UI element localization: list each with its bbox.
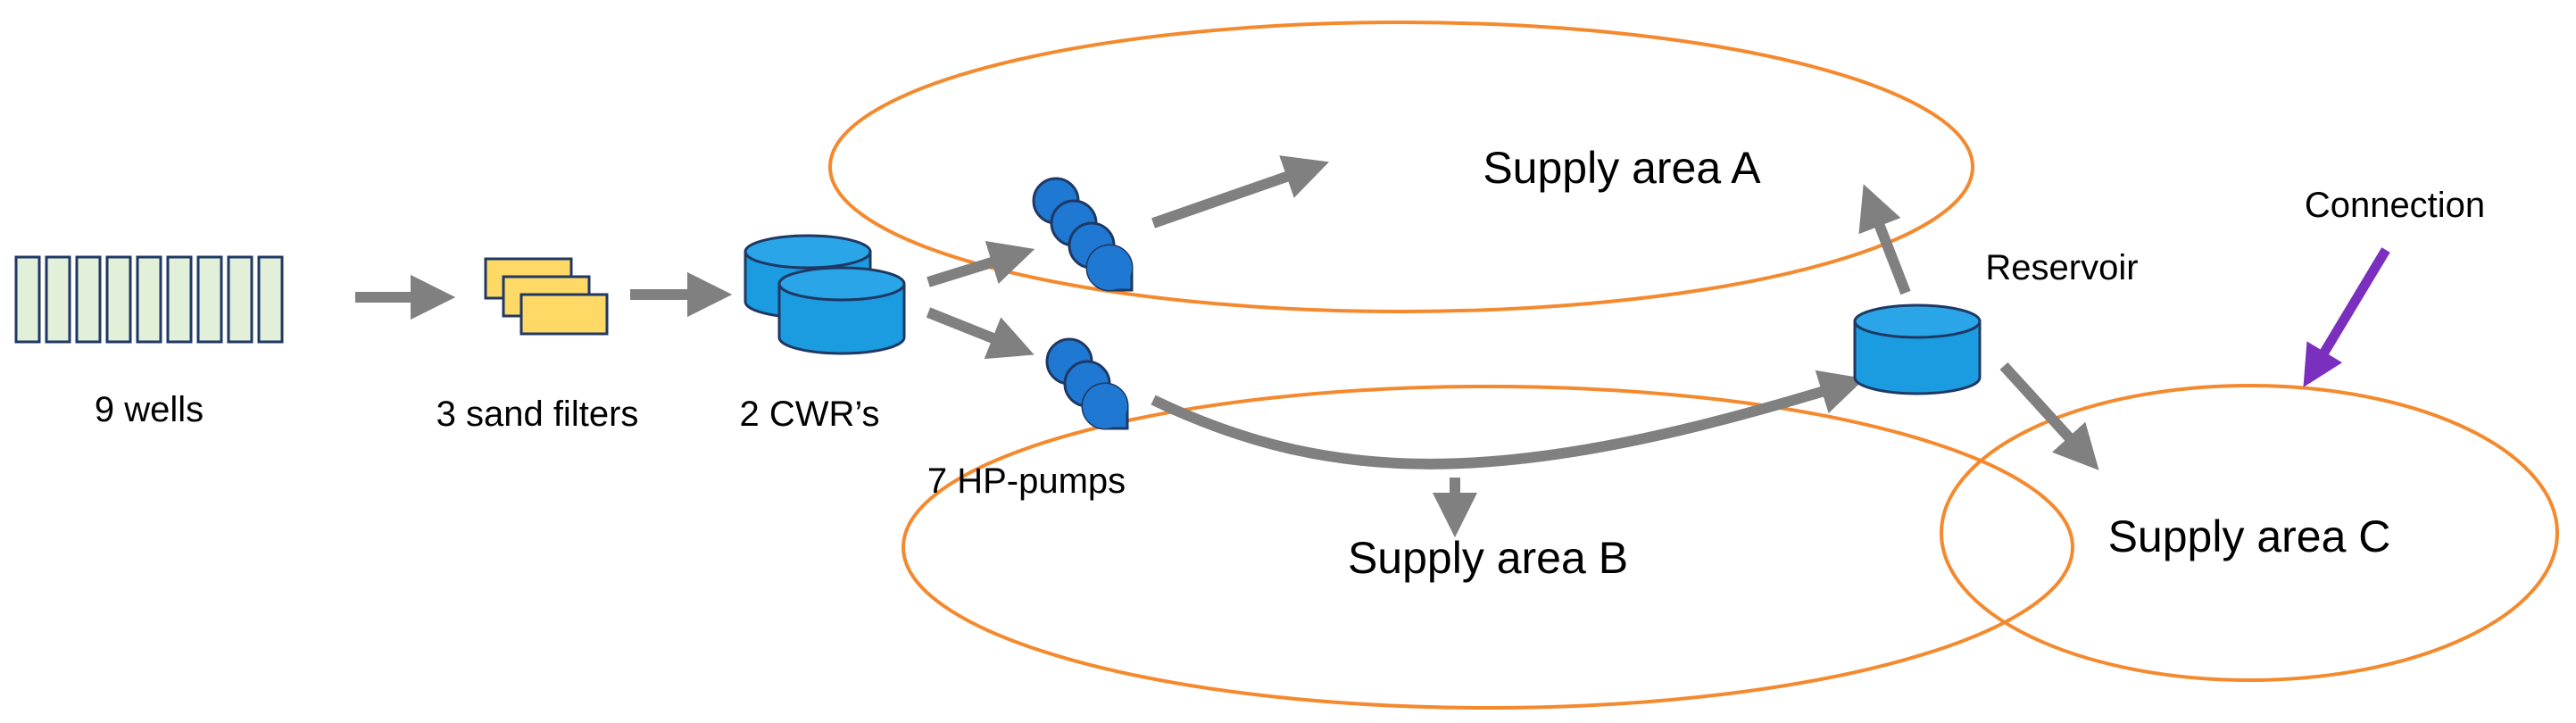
arrow-cwrs-to-pumps-top [927, 240, 1035, 287]
wells-group: 9 wells [14, 255, 284, 429]
tank-icon [744, 234, 906, 355]
supply-area-c-label: Supply area C [2108, 511, 2391, 561]
supply-area-a-label: Supply area A [1483, 143, 1761, 193]
reservoir-tank-icon [1853, 303, 1982, 395]
reservoir-label: Reservoir [1985, 248, 2138, 287]
supply-area-b-label: Supply area B [1348, 533, 1628, 583]
sand-filter-icon [484, 257, 609, 336]
connection-arrow [2303, 247, 2390, 387]
arrow-reservoir-to-area-a [1858, 184, 1911, 295]
main-pipe-to-reservoir [1151, 370, 1866, 470]
hp-pumps-label: 7 HP-pumps [927, 461, 1126, 501]
supply-area-b: Supply area B [902, 385, 2074, 710]
connection-label: Connection [2305, 186, 2485, 225]
supply-area-a: Supply area A [828, 21, 1974, 313]
well-icon [14, 255, 284, 344]
arrow-pumps-to-area-a [1151, 155, 1330, 229]
pump-icon [1032, 177, 1134, 292]
sand-filters-label: 3 sand filters [436, 395, 639, 434]
wells-label: 9 wells [95, 390, 204, 429]
arrow-cwrs-to-pumps-bottom [926, 307, 1035, 360]
arrow-reservoir-to-area-c [1999, 362, 2099, 470]
cwrs-label: 2 CWR’s [739, 395, 879, 434]
supply-area-c: Supply area C [1940, 384, 2559, 682]
pump-icon [1045, 337, 1129, 430]
